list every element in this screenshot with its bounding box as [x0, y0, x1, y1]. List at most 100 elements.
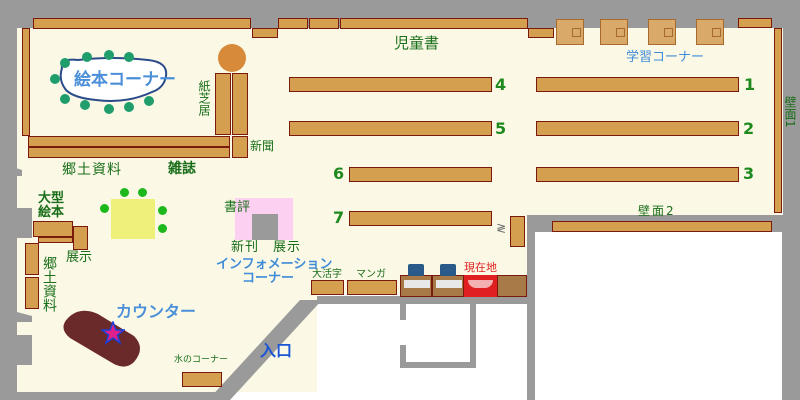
round-table [218, 44, 246, 72]
study-corner-label: 学習コーナー [626, 50, 705, 65]
table-seat [100, 204, 109, 213]
manga-shelf [347, 280, 397, 295]
wall-top [0, 0, 800, 10]
shelf-3 [536, 167, 739, 182]
information-corner-label-2: コーナー [242, 271, 295, 286]
rug-seat [80, 100, 90, 110]
local-materials-side-shelf-2 [25, 277, 39, 309]
shelf-2 [536, 121, 739, 136]
wall-bottom [0, 392, 230, 400]
wall-left-notch-2 [0, 208, 32, 238]
shelf-number-7: 7 [333, 208, 345, 227]
terminal-desk-3 [497, 275, 527, 297]
entrance-label: 入口 [260, 341, 293, 360]
rug-seat [82, 52, 92, 62]
wall-room-2 [470, 304, 476, 368]
wall-top-block-2 [528, 0, 554, 28]
local-materials-shelf-1 [28, 136, 230, 147]
shelf-number-4: 4 [495, 75, 507, 94]
top-wall-shelf-2 [252, 28, 278, 38]
newspaper-label: 新聞 [250, 139, 275, 153]
childrens-books-label: 児童書 [394, 34, 440, 52]
counter-label: カウンター [116, 302, 197, 321]
star-icon [101, 321, 125, 345]
kamishibai-shelf-1 [215, 73, 231, 135]
rug-seat [104, 104, 114, 114]
terminal-icon [440, 264, 456, 276]
kamishibai-label: 紙芝居 [197, 80, 211, 116]
shelf-number-2: 2 [743, 119, 755, 138]
wall-room-4 [400, 362, 476, 368]
small-shelf-right [510, 216, 525, 247]
magazine-table [111, 199, 155, 239]
wall-room-1 [400, 304, 406, 320]
rug-seat [60, 58, 70, 68]
table-seat [158, 224, 167, 233]
wall-left [0, 0, 17, 400]
book-review-label: 書評 [224, 200, 251, 215]
local-materials-side-label: 郷土資料 [41, 256, 57, 312]
rug-seat [50, 74, 60, 84]
study-desk-1 [556, 19, 584, 45]
local-materials-side-shelf-1 [25, 243, 39, 275]
top-wall-shelf-7 [738, 18, 772, 28]
rug-seat [144, 96, 154, 106]
rug-seat [124, 102, 134, 112]
wall-lower-horizontal [317, 296, 532, 304]
newspaper-shelf [232, 136, 248, 158]
wall-right [783, 0, 800, 232]
display-left-label: 展示 [66, 250, 93, 265]
local-materials-shelf-2 [28, 147, 230, 158]
top-wall-shelf-5 [340, 18, 528, 29]
wall-2-shelf [552, 221, 772, 232]
shelf-number-5: 5 [495, 119, 507, 138]
study-desk-3 [648, 19, 676, 45]
shelf-number-1: 1 [744, 75, 756, 94]
shelf-number-6: 6 [333, 164, 345, 183]
display-shelf-left [73, 226, 88, 250]
terminal-keyboard [436, 280, 462, 288]
local-materials-top-label: 郷土資料 [62, 162, 122, 178]
large-print-shelf [311, 280, 344, 295]
table-seat [138, 188, 147, 197]
large-picture-book-shelf [33, 221, 73, 237]
terminal-icon [408, 264, 424, 276]
wall-right-box-left [782, 230, 800, 400]
wall-inner-right-side [527, 215, 535, 400]
shelf-number-3: 3 [743, 164, 755, 183]
table-seat [158, 206, 167, 215]
rug-seat [104, 50, 114, 60]
terminal-keyboard [404, 280, 430, 288]
water-corner-label: 水のコーナー [174, 355, 229, 365]
new-arrivals-label: 新刊 [231, 240, 260, 255]
table-seat [120, 188, 129, 197]
left-wall-shelf [22, 28, 30, 136]
rug-seat [124, 52, 134, 62]
water-corner-shelf [182, 372, 222, 387]
information-corner-label-1: インフォメーション [216, 257, 333, 272]
manga-label: マンガ [356, 269, 386, 280]
shelf-5 [289, 121, 492, 136]
wall-room-3 [400, 345, 406, 368]
local-materials-side-top [38, 237, 73, 243]
study-desk-2 [600, 19, 628, 45]
study-desk-4 [696, 19, 724, 45]
shelf-1 [536, 77, 739, 92]
wall-left-notch [0, 335, 32, 365]
top-wall-shelf-4 [309, 18, 339, 29]
top-wall-shelf-1 [33, 18, 251, 29]
you-are-here-label: 現在地 [464, 261, 497, 274]
large-print-label: 大活字 [312, 269, 342, 280]
top-wall-shelf-3 [278, 18, 308, 29]
wall-top-block-1 [252, 0, 278, 28]
wall-top-block-3 [734, 0, 764, 18]
magazines-label: 雑誌 [168, 161, 196, 177]
rug-seat [60, 94, 70, 104]
large-picture-books-label: 大型絵本 [38, 191, 65, 220]
display-center-label: 展示 [273, 240, 302, 255]
shelf-7 [349, 211, 492, 226]
shelf-6 [349, 167, 492, 182]
